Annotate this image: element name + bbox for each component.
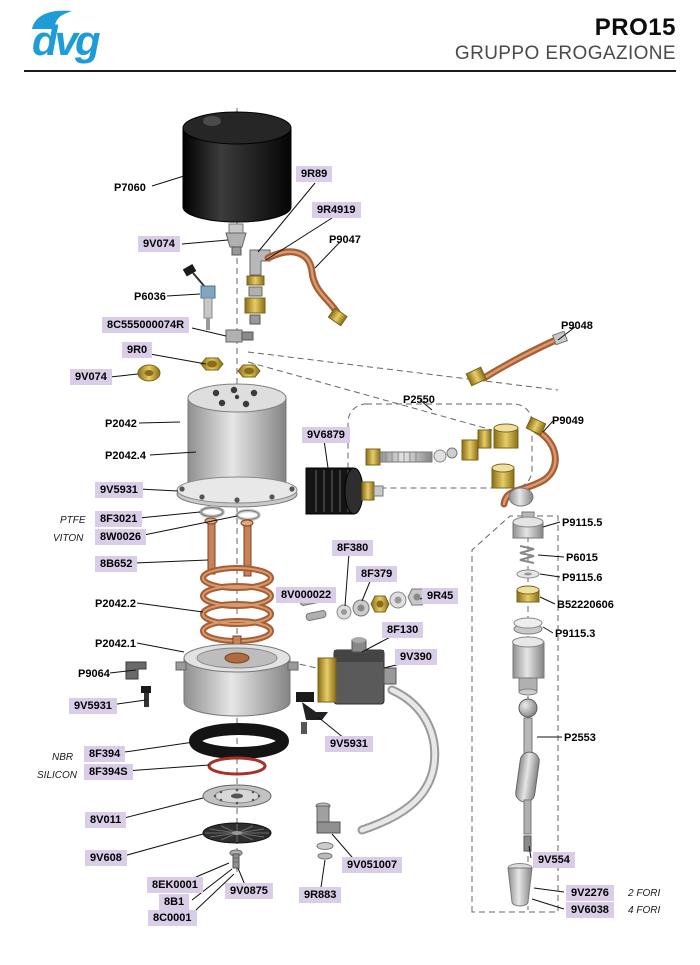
- bracket-p9064: [125, 661, 151, 707]
- screw-9v0875: [229, 849, 243, 869]
- part-label-9v2276: 9V2276: [566, 885, 614, 901]
- part-label-9v5931-solenoid: 9V5931: [325, 736, 373, 752]
- part-label-8v000022: 8V000022: [276, 587, 337, 603]
- part-label-p2553: P2553: [564, 732, 596, 744]
- part-label-9r45: 9R45: [422, 588, 459, 604]
- construction-lines: [236, 108, 559, 913]
- shower-holder-8v011: [202, 784, 272, 808]
- flange-9v5931: [176, 476, 298, 508]
- part-label-9v0875: 9V0875: [225, 883, 273, 899]
- brass-nuts-9r0: [200, 357, 261, 378]
- tee-fitting-8c555000074r: [225, 329, 254, 343]
- material-note-viton: VITON: [53, 533, 84, 544]
- part-label-b52220606: B52220606: [557, 599, 614, 611]
- fitting-9v074-top: [225, 223, 247, 256]
- part-label-8b652: 8B652: [95, 556, 138, 572]
- part-label-p9064: P9064: [78, 668, 110, 680]
- part-label-p9115-3: P9115.3: [555, 628, 596, 640]
- part-label-9v6038: 9V6038: [566, 902, 614, 918]
- part-label-9r4919: 9R4919: [312, 202, 361, 218]
- part-label-9v554: 9V554: [533, 852, 575, 868]
- header-divider: [24, 70, 676, 72]
- part-label-9v074-left: 9V074: [70, 369, 112, 385]
- part-label-8f130: 8F130: [382, 622, 424, 638]
- part-label-p9115-6: P9115.6: [562, 572, 603, 584]
- part-label-p6015: P6015: [566, 552, 598, 564]
- o-ring-8f394: [189, 723, 289, 759]
- holes-note-2-fori: 2 FORI: [628, 888, 661, 899]
- part-label-p7060: P7060: [114, 182, 146, 194]
- pipe-p9047: [264, 248, 348, 327]
- solenoid-valve-9v390: [296, 637, 397, 734]
- part-label-8f3021: 8F3021: [95, 511, 143, 527]
- valve-stack-p2553: [507, 511, 545, 907]
- part-label-8f394s: 8F394S: [84, 764, 133, 780]
- elbow-fittings-9r89-9r4919: [244, 249, 271, 325]
- part-label-p2042-2: P2042.2: [95, 598, 136, 610]
- part-label-p2042-1: P2042.1: [95, 638, 136, 650]
- part-label-p2550: P2550: [403, 394, 435, 406]
- part-label-9v074-top: 9V074: [138, 236, 180, 252]
- part-label-p6036: P6036: [134, 291, 166, 303]
- material-note-ptfe: PTFE: [60, 515, 86, 526]
- header: dvg PRO15 GRUPPO EROGAZIONE: [0, 0, 700, 72]
- part-label-9r883: 9R883: [299, 887, 342, 903]
- part-label-p9049: P9049: [552, 415, 584, 427]
- material-note-silicon: SILICON: [37, 770, 78, 781]
- dvg-logo-swoosh-icon: [32, 10, 72, 29]
- part-label-8w0026: 8W0026: [95, 529, 146, 545]
- elbow-9v051007: [315, 802, 341, 860]
- part-label-8f394: 8F394: [84, 746, 126, 762]
- part-label-8v011: 8V011: [85, 812, 127, 828]
- dvg-logo: dvg: [28, 6, 118, 68]
- part-label-8ek0001: 8EK0001: [147, 877, 203, 893]
- part-label-8f379: 8F379: [356, 566, 398, 582]
- part-label-8b1: 8B1: [159, 894, 190, 910]
- part-label-9v608: 9V608: [85, 850, 127, 866]
- part-label-9v051007: 9V051007: [342, 857, 403, 873]
- part-label-9r0: 9R0: [122, 342, 153, 358]
- shower-screen-9v608: [202, 822, 272, 844]
- part-label-8c555000074r: 8C555000074R: [102, 317, 190, 333]
- top-cap-p7060: [182, 111, 292, 223]
- assembly-subtitle: GRUPPO EROGAZIONE: [454, 43, 676, 64]
- valve-assembly-p2550: [365, 423, 519, 466]
- gaskets-8f3021-8w0026: [199, 505, 261, 522]
- material-note-nbr: NBR: [52, 752, 74, 763]
- clear-tube: [357, 685, 440, 835]
- group-body-p2042-1: [175, 643, 299, 717]
- header-titles: PRO15 GRUPPO EROGAZIONE: [455, 14, 676, 65]
- part-label-9v5931-flange: 9V5931: [95, 482, 143, 498]
- holes-note-4-fori: 4 FORI: [628, 905, 661, 916]
- part-label-9v5931-screw: 9V5931: [69, 698, 117, 714]
- silicon-ring-8f394s: [207, 756, 267, 776]
- part-label-p2042-4: P2042.4: [105, 450, 146, 462]
- pipe-p9048: [465, 330, 568, 387]
- brass-fitting-9v074-left: [137, 364, 161, 382]
- part-label-p2042: P2042: [105, 418, 137, 430]
- part-label-9r89: 9R89: [296, 166, 333, 182]
- sensor-p6036: [182, 264, 216, 330]
- part-label-p9047: P9047: [329, 234, 361, 246]
- part-label-9v390: 9V390: [395, 649, 437, 665]
- pipe-p9049: [491, 416, 559, 508]
- model-title: PRO15: [594, 14, 676, 41]
- heating-coil: [200, 565, 274, 659]
- part-label-p9048: P9048: [561, 320, 593, 332]
- boiler-p2042: [187, 383, 287, 500]
- part-label-9v6879: 9V6879: [302, 427, 350, 443]
- part-label-8c0001: 8C0001: [148, 910, 197, 926]
- part-label-8f380: 8F380: [332, 540, 374, 556]
- part-label-p9115-5: P9115.5: [562, 517, 603, 529]
- dvg-logo-text: dvg: [32, 17, 101, 64]
- solenoid-coil-9v6879: [305, 467, 384, 515]
